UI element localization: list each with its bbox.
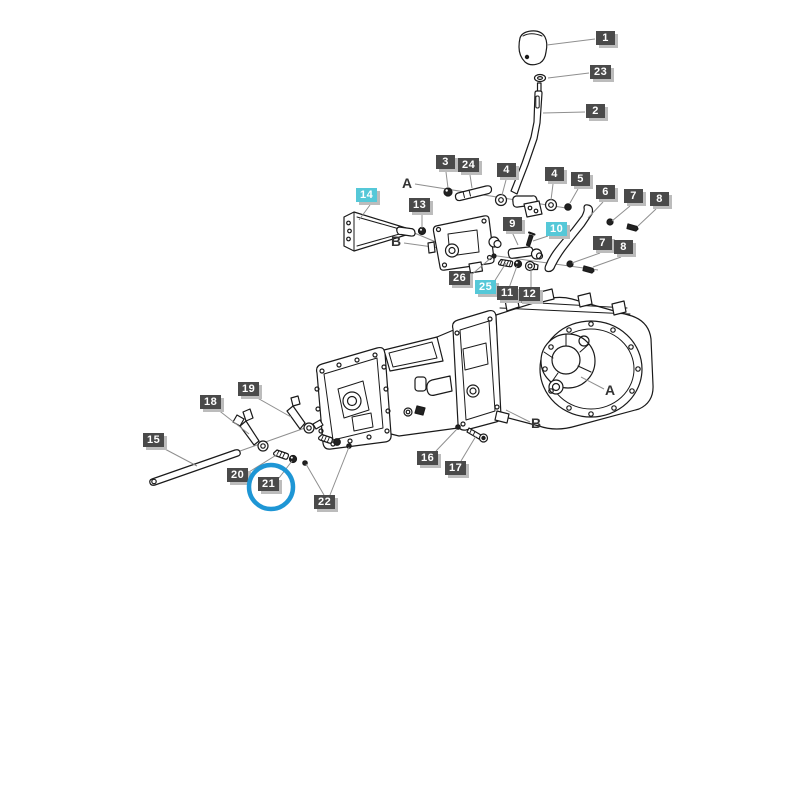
leader-line xyxy=(569,188,579,204)
detent-spring-20 xyxy=(272,449,290,460)
part-label-7: 7 xyxy=(593,236,612,250)
leader-line xyxy=(160,446,198,467)
shift-rail-15 xyxy=(149,449,241,486)
part-label-5: 5 xyxy=(571,172,590,186)
leader-line xyxy=(435,428,458,452)
part-label-26: 26 xyxy=(449,271,471,285)
pin-8a xyxy=(626,223,639,232)
nut-5 xyxy=(564,203,572,211)
leader-line xyxy=(542,111,586,114)
leader-line xyxy=(445,171,449,189)
leader-line xyxy=(501,179,507,196)
shift-cover-plate xyxy=(427,215,502,274)
part-label-12: 12 xyxy=(519,287,541,301)
ball-highlight xyxy=(445,189,448,192)
ball-7a xyxy=(606,218,614,226)
set-bolt-10 xyxy=(525,231,536,247)
leader-line xyxy=(546,38,596,46)
part-label-15: 15 xyxy=(143,433,165,447)
leader-lines xyxy=(160,38,657,496)
pin-8b xyxy=(582,265,595,274)
leader-line xyxy=(592,256,622,268)
plug-26 xyxy=(491,253,497,259)
part-label-3: 3 xyxy=(436,155,455,169)
change-lever-6 xyxy=(544,204,594,273)
leader-line xyxy=(550,183,554,201)
part-label-20: 20 xyxy=(227,468,249,482)
leader-line xyxy=(547,72,590,79)
ball-highlight xyxy=(290,456,293,459)
leader-line xyxy=(253,395,292,418)
part-label-22: 22 xyxy=(314,495,336,509)
part-label-23: 23 xyxy=(590,65,612,79)
part-label-1: 1 xyxy=(596,31,615,45)
leader-line xyxy=(414,183,567,209)
plug-16 xyxy=(455,424,461,430)
ball-7b xyxy=(566,260,574,268)
reference-letter-b: B xyxy=(531,415,542,431)
leader-line xyxy=(571,252,601,264)
leader-line xyxy=(493,262,507,283)
leader-line xyxy=(305,463,325,496)
part-label-2: 2 xyxy=(586,104,605,118)
part-label-4: 4 xyxy=(545,167,564,181)
gear-shift-knob xyxy=(518,30,548,66)
leader-line xyxy=(511,231,519,246)
reference-letter-a: A xyxy=(605,382,616,398)
ball-highlight xyxy=(515,261,518,264)
washer-4a xyxy=(494,193,508,207)
knob-bushing xyxy=(533,73,547,83)
part-label-25: 25 xyxy=(475,280,497,294)
leader-line xyxy=(637,208,657,227)
part-label-10: 10 xyxy=(546,222,568,236)
part-label-18: 18 xyxy=(200,395,222,409)
leader-line xyxy=(460,435,477,462)
leader-line xyxy=(329,446,350,496)
leader-line xyxy=(411,231,437,243)
part-label-21: 21 xyxy=(258,477,280,491)
part-label-24: 24 xyxy=(458,158,480,172)
shift-fork-18 xyxy=(232,408,269,452)
shifter-shaft-9 xyxy=(507,246,544,260)
leader-line xyxy=(469,256,493,277)
part-label-7: 7 xyxy=(624,189,643,203)
part-label-19: 19 xyxy=(238,382,260,396)
leader-line xyxy=(358,204,371,221)
part-label-13: 13 xyxy=(409,198,431,212)
part-label-9: 9 xyxy=(503,217,522,231)
leader-line xyxy=(508,265,518,289)
part-label-4: 4 xyxy=(497,163,516,177)
part-label-16: 16 xyxy=(417,451,439,465)
bolt-17 xyxy=(466,427,489,443)
shift-fork-19 xyxy=(286,395,324,434)
leader-line xyxy=(532,235,549,242)
leader-line xyxy=(587,201,604,219)
leader-line xyxy=(611,205,631,222)
socket-12 xyxy=(524,260,539,272)
leader-line xyxy=(216,408,250,435)
reference-letter-a: A xyxy=(402,175,413,191)
part-label-8: 8 xyxy=(614,240,633,254)
part-label-11: 11 xyxy=(497,286,518,300)
reference-letter-b: B xyxy=(391,233,402,249)
pivot-pin-24 xyxy=(454,185,493,202)
part-label-14: 14 xyxy=(356,188,378,202)
detent-spring-20b xyxy=(317,433,334,444)
detent-ball-21b xyxy=(333,438,341,446)
transmission-housing xyxy=(314,288,654,450)
part-label-17: 17 xyxy=(445,461,467,475)
leader-line xyxy=(469,174,473,189)
gear-shift-lever xyxy=(510,82,543,218)
leader-line xyxy=(580,376,605,390)
part-label-6: 6 xyxy=(596,185,615,199)
leader-line xyxy=(505,409,531,423)
part-label-8: 8 xyxy=(650,192,669,206)
ball-highlight xyxy=(420,228,422,231)
